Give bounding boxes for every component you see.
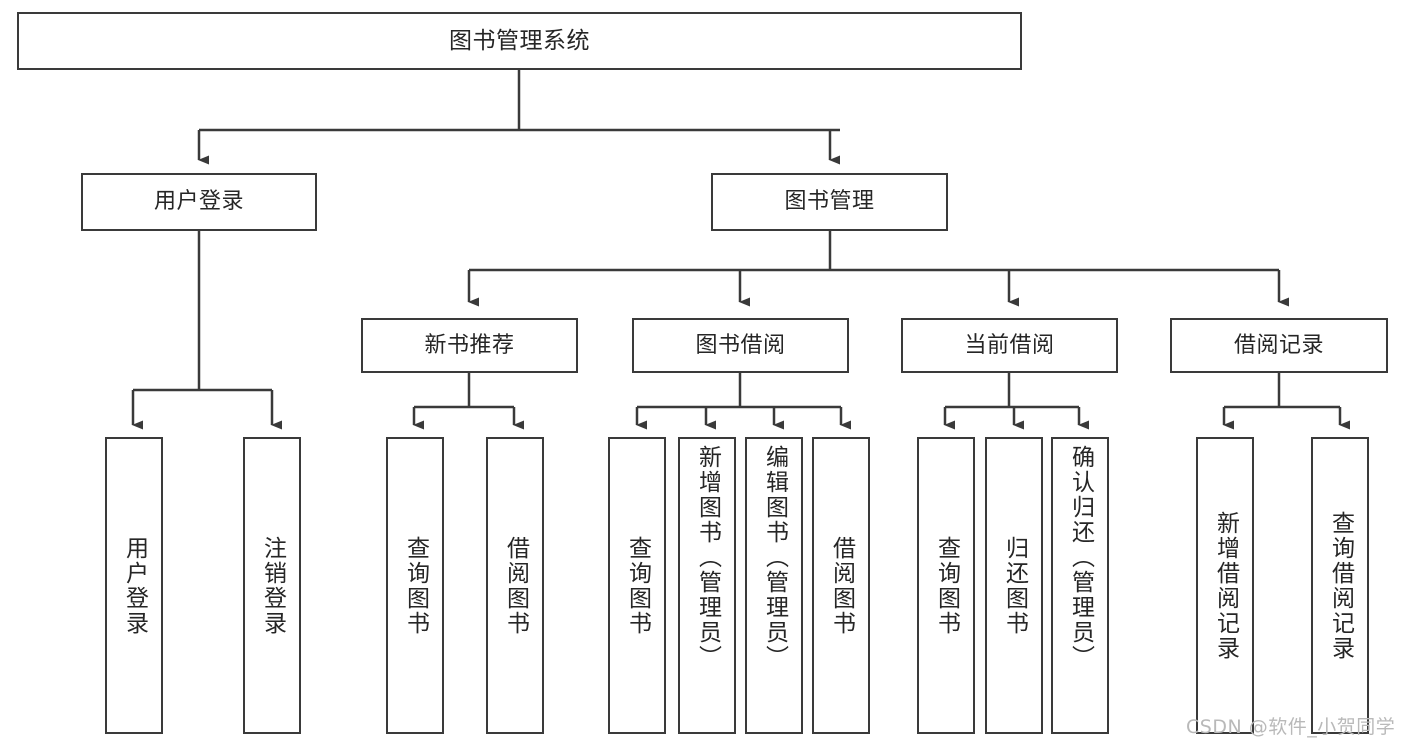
node-label: 新增图书（管理员） <box>694 445 721 670</box>
node-user-login[interactable]: 用户登录 <box>81 173 317 231</box>
node-label: 归还图书 <box>1001 535 1028 636</box>
leaf-add-borrow-record[interactable]: 新增借阅记录 <box>1196 437 1254 734</box>
node-label: 查询图书 <box>933 535 960 636</box>
node-label: 借阅记录 <box>1233 332 1324 358</box>
leaf-borrow-book-recommend[interactable]: 借阅图书 <box>486 437 544 734</box>
node-label: 用户登录 <box>153 189 244 215</box>
node-root-system[interactable]: 图书管理系统 <box>17 12 1022 70</box>
node-label: 确认归还（管理员） <box>1067 445 1094 670</box>
leaf-edit-book[interactable]: 编辑图书（管理员） <box>745 437 803 734</box>
node-label: 注销登录 <box>259 535 286 636</box>
leaf-borrow-book[interactable]: 借阅图书 <box>812 437 870 734</box>
node-book-borrow[interactable]: 图书借阅 <box>632 318 849 373</box>
leaf-query-book-recommend[interactable]: 查询图书 <box>386 437 444 734</box>
leaf-query-book-current[interactable]: 查询图书 <box>917 437 975 734</box>
leaf-return-book[interactable]: 归还图书 <box>985 437 1043 734</box>
leaf-logout-login[interactable]: 注销登录 <box>243 437 301 734</box>
node-label: 新增借阅记录 <box>1212 510 1239 661</box>
node-label: 新书推荐 <box>424 332 515 358</box>
node-label: 借阅图书 <box>502 535 529 636</box>
node-label: 图书借阅 <box>695 332 786 358</box>
leaf-query-borrow-record[interactable]: 查询借阅记录 <box>1311 437 1369 734</box>
node-new-book-recommend[interactable]: 新书推荐 <box>361 318 578 373</box>
node-borrow-record[interactable]: 借阅记录 <box>1170 318 1388 373</box>
node-book-manage[interactable]: 图书管理 <box>711 173 948 231</box>
node-label: 查询图书 <box>402 535 429 636</box>
node-current-borrow[interactable]: 当前借阅 <box>901 318 1118 373</box>
node-label: 编辑图书（管理员） <box>761 445 788 670</box>
leaf-confirm-return[interactable]: 确认归还（管理员） <box>1051 437 1109 734</box>
node-label: 借阅图书 <box>828 535 855 636</box>
leaf-user-login[interactable]: 用户登录 <box>105 437 163 734</box>
node-label: 用户登录 <box>121 535 148 636</box>
leaf-query-book-borrow[interactable]: 查询图书 <box>608 437 666 734</box>
node-label: 图书管理 <box>784 189 875 215</box>
leaf-add-book[interactable]: 新增图书（管理员） <box>678 437 736 734</box>
csdn-watermark: CSDN @软件_小贺同学 <box>1186 716 1396 738</box>
node-label: 查询图书 <box>624 535 651 636</box>
node-label: 图书管理系统 <box>449 27 590 54</box>
node-label: 当前借阅 <box>964 332 1055 358</box>
node-label: 查询借阅记录 <box>1327 510 1354 661</box>
